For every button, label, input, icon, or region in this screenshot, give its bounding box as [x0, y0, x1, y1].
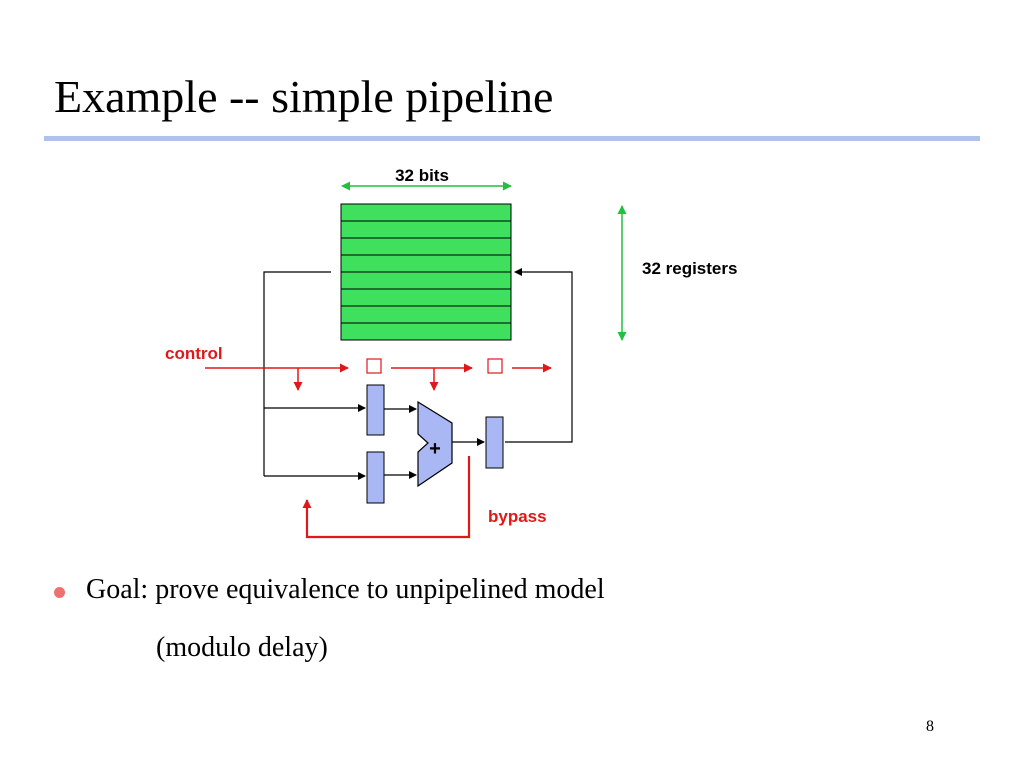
writeback-wire [505, 268, 573, 443]
adder [417, 400, 453, 488]
title-underline [44, 136, 980, 141]
adder-symbol: + [429, 438, 441, 460]
register-row [340, 271, 512, 290]
register-row [340, 237, 512, 256]
bullet-dot-icon [54, 587, 65, 598]
register-row [340, 254, 512, 273]
page-number: 8 [926, 718, 934, 735]
bullet-text: Goal: prove equivalence to unpipelined m… [86, 574, 605, 605]
adder-input-wires [384, 405, 485, 479]
register-row [340, 203, 512, 222]
pipeline-latch-b [366, 451, 385, 504]
height-label: 32 registers [642, 259, 737, 278]
register-row [340, 288, 512, 307]
pipeline-latch-a [366, 384, 385, 436]
register-row [340, 322, 512, 341]
bypass-label: bypass [488, 507, 547, 526]
register-row [340, 305, 512, 324]
register-row [340, 220, 512, 239]
slide-title: Example -- simple pipeline [54, 71, 554, 122]
control-label: control [165, 344, 223, 363]
bullet-subtext: (modulo delay) [156, 632, 328, 663]
pipeline-latch-out [485, 416, 504, 469]
control-signals [205, 358, 552, 391]
bypass-path [302, 456, 471, 539]
width-label: 32 bits [395, 166, 449, 185]
read-wires [263, 271, 366, 480]
register-file [340, 203, 512, 341]
